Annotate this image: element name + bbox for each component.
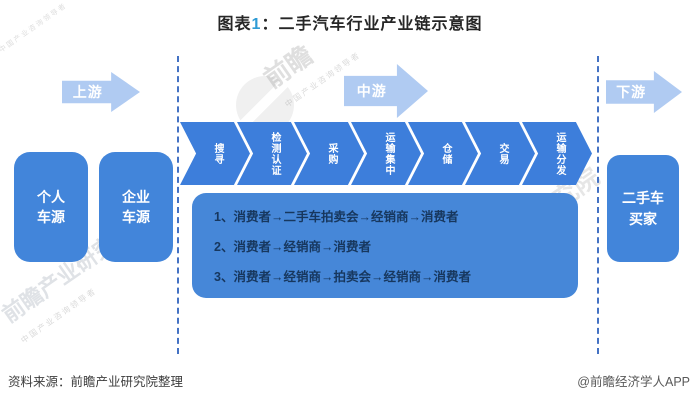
upstream-banner-arrow: 上游	[62, 72, 140, 112]
enterprise-car-source-box: 企业车源	[99, 152, 173, 262]
used-car-buyer-box: 二手车买家	[607, 155, 679, 262]
section-divider-left	[177, 56, 179, 354]
personal-car-source-label: 个人车源	[37, 188, 65, 225]
title-prefix: 图表	[217, 16, 252, 33]
enterprise-car-source-label: 企业车源	[122, 188, 150, 225]
process-step-label: 检测认证	[269, 131, 280, 176]
process-step-label: 运输分发	[554, 131, 565, 176]
trade-flow-3: 3、消费者→经销商→拍卖会→经销商→消费者	[214, 269, 471, 284]
trade-flow-panel: 1、消费者→二手车拍卖会→经销商→消费者 2、消费者→经销商→消费者 3、消费者…	[192, 193, 578, 298]
trade-flow-2: 2、消费者→经销商→消费者	[214, 239, 371, 254]
title-number: 1	[251, 16, 262, 33]
trade-flow-1: 1、消费者→二手车拍卖会→经销商→消费者	[214, 210, 459, 225]
title-text: ：二手汽车行业产业链示意图	[261, 16, 483, 33]
process-step-label: 交易	[497, 142, 508, 165]
process-step-label: 仓储	[440, 142, 451, 165]
used-car-buyer-label: 二手车买家	[622, 190, 664, 227]
watermark-slogan-text: 中国产业咨询领导者	[19, 286, 99, 346]
section-divider-right	[597, 56, 599, 354]
personal-car-source-box: 个人车源	[14, 152, 88, 262]
midstream-label: 中游	[356, 83, 387, 99]
process-step-label: 运输集中	[383, 131, 394, 176]
process-step-search: 搜寻	[180, 122, 250, 185]
process-step-label: 搜寻	[212, 142, 223, 165]
downstream-banner-arrow: 下游	[606, 71, 682, 113]
midstream-banner-arrow: 中游	[344, 64, 428, 118]
watermark-brand-text: 前瞻	[258, 39, 319, 95]
credit-note: @前瞻经济学人APP	[577, 375, 690, 389]
process-step-label: 采购	[326, 142, 337, 165]
downstream-label: 下游	[616, 84, 647, 100]
upstream-label: 上游	[72, 84, 103, 100]
page-title: 图表1：二手汽车行业产业链示意图	[0, 10, 700, 34]
data-source-note: 资料来源：前瞻产业研究院整理	[8, 375, 184, 389]
